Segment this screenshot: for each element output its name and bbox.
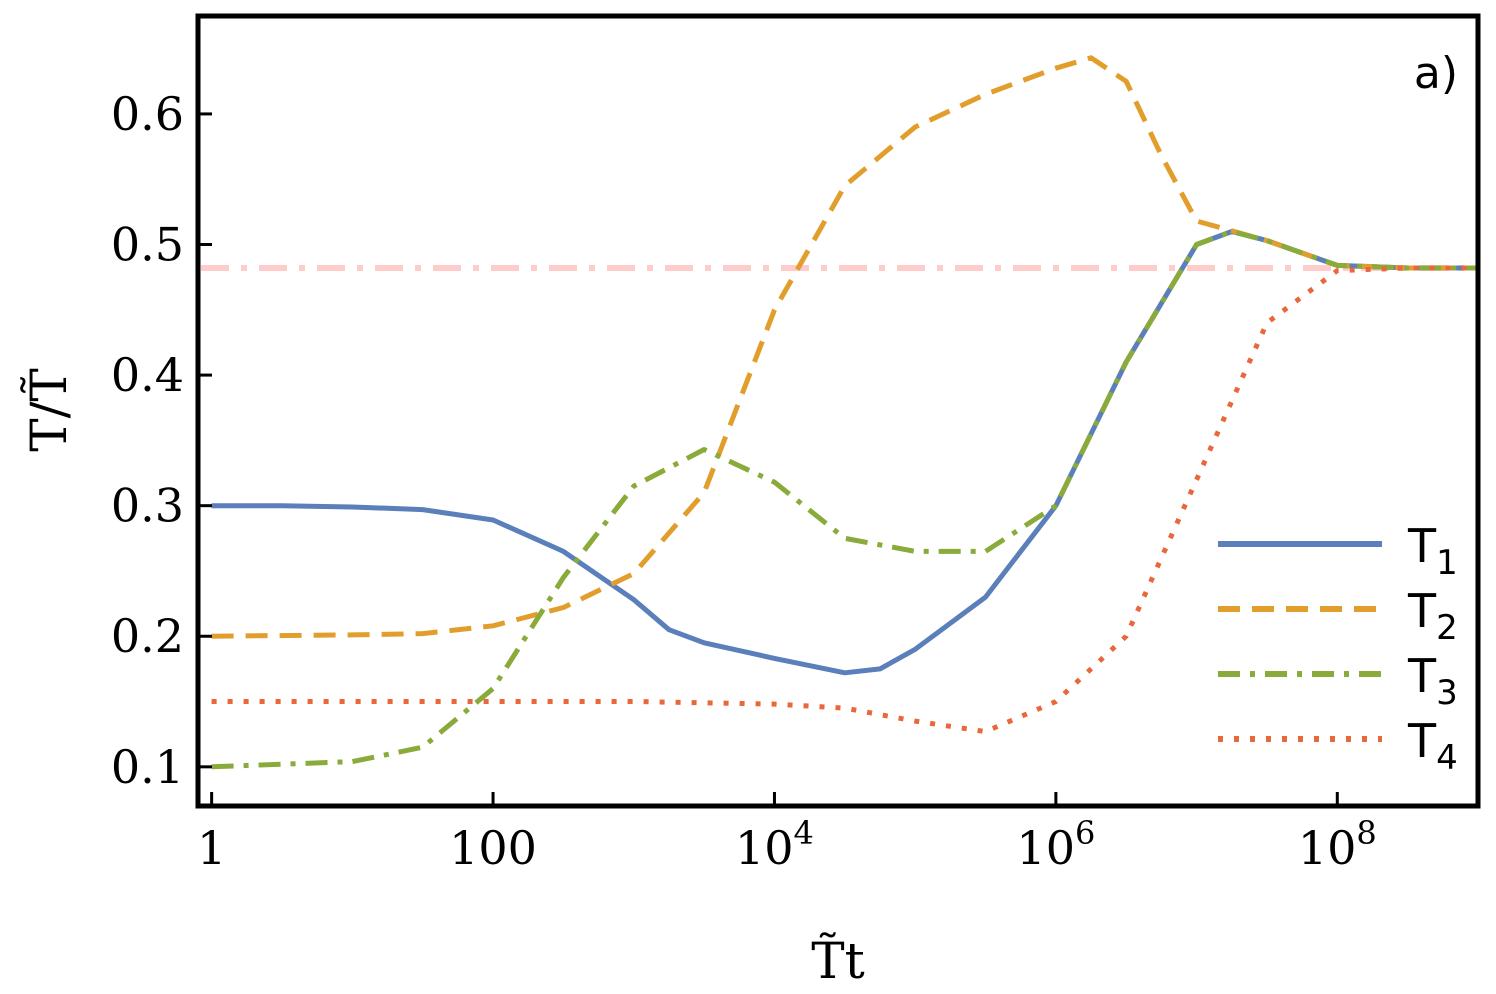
series-line-t4 (211, 265, 1478, 735)
x-tick-label: 106 (1016, 814, 1095, 875)
y-tick-label: 0.4 (111, 348, 184, 402)
y-tick-label: 0.6 (111, 87, 184, 141)
legend-label-t1: T1 (1407, 519, 1458, 583)
series-layer (211, 55, 1478, 770)
x-tick-label: 100 (449, 821, 537, 875)
x-tick-label: 1 (197, 821, 226, 875)
y-tick-label: 0.3 (111, 479, 184, 533)
legend-label-t4: T4 (1407, 714, 1458, 778)
x-tick-label: 108 (1298, 814, 1377, 875)
legend-label-t3: T3 (1407, 649, 1458, 713)
y-axis-label: T/T̃ (19, 368, 78, 452)
y-tick-label: 0.1 (111, 740, 184, 794)
y-axis-ticks: 0.1 0.2 0.3 0.4 0.5 0.6 (111, 87, 212, 794)
x-tick-label: 104 (735, 814, 814, 875)
y-tick-label: 0.2 (111, 609, 184, 663)
series-line-t2 (211, 55, 1478, 639)
series-line-t3 (211, 229, 1478, 770)
legend-label-t2: T2 (1407, 584, 1458, 648)
y-tick-label: 0.5 (111, 218, 184, 272)
plot-frame (195, 13, 1481, 809)
panel-label: a) (1414, 48, 1458, 99)
x-axis-label: T̃t (811, 931, 864, 990)
